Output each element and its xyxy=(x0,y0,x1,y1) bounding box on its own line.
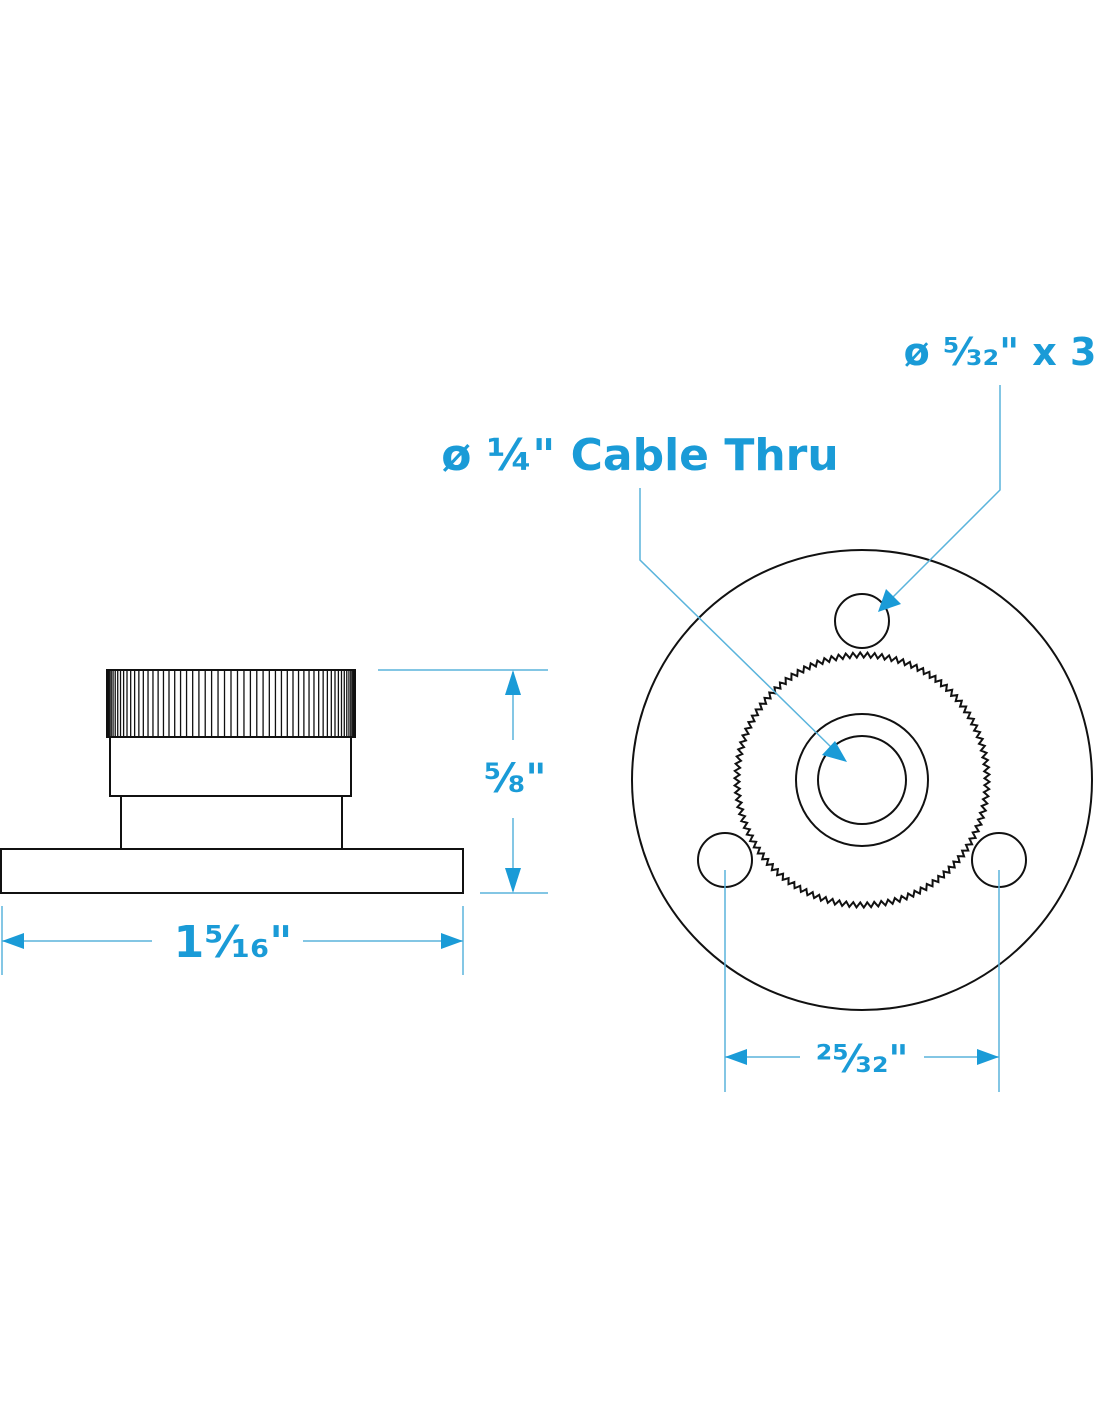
cable-hole xyxy=(817,735,907,825)
cable-leader: ø ¼" Cable Thru xyxy=(441,430,847,762)
leader-arrow-icon xyxy=(878,589,901,612)
arrow-right-icon xyxy=(441,933,463,949)
width-dimension: 1⁵⁄₁₆" xyxy=(1,906,464,975)
cable-thru-label: ø ¼" Cable Thru xyxy=(441,430,838,481)
collar xyxy=(109,736,352,797)
side-view xyxy=(0,669,464,894)
flange-outline xyxy=(631,549,1093,1011)
leader-arrow-icon xyxy=(822,741,847,762)
hole-spacing-label: ²⁵⁄₃₂" xyxy=(816,1037,909,1081)
knurl-lines xyxy=(106,671,356,736)
arrow-right-icon xyxy=(977,1049,999,1065)
knurled-ring xyxy=(732,650,992,910)
height-label: ⁵⁄₈" xyxy=(484,756,547,802)
holes-leader: ø ⁵⁄₃₂" x 3 xyxy=(878,330,1096,612)
arrow-down-icon xyxy=(505,868,521,893)
spacing-dimension: ²⁵⁄₃₂" xyxy=(724,870,1000,1092)
width-label: 1⁵⁄₁₆" xyxy=(174,917,293,968)
mount-hole-top xyxy=(834,593,890,649)
inner-collar xyxy=(795,713,929,847)
height-dimension: ⁵⁄₈" xyxy=(378,669,548,894)
arrow-left-icon xyxy=(2,933,24,949)
base-flange xyxy=(0,848,464,894)
neck xyxy=(120,795,343,850)
arrow-left-icon xyxy=(725,1049,747,1065)
holes-label: ø ⁵⁄₃₂" x 3 xyxy=(904,330,1097,374)
arrow-up-icon xyxy=(505,670,521,695)
